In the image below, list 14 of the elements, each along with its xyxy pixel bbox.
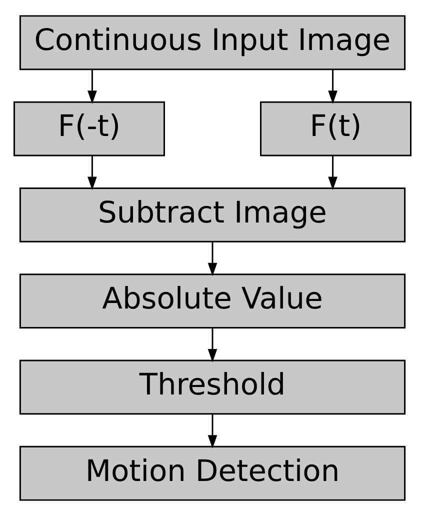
node-box: Threshold [19,360,406,415]
node-box: F(-t) [14,101,165,156]
node-box: Subtract Image [19,187,406,242]
arrow [328,69,338,104]
arrow [328,156,338,190]
node-box: Absolute Value [19,274,406,329]
arrow [208,328,218,362]
node-box: F(t) [260,101,412,156]
arrow [88,69,97,104]
arrow [208,242,218,276]
node-box: Motion Detection [19,446,406,501]
arrow [88,156,97,190]
node-box: Continuous Input Image [19,15,406,70]
arrow [208,414,218,449]
